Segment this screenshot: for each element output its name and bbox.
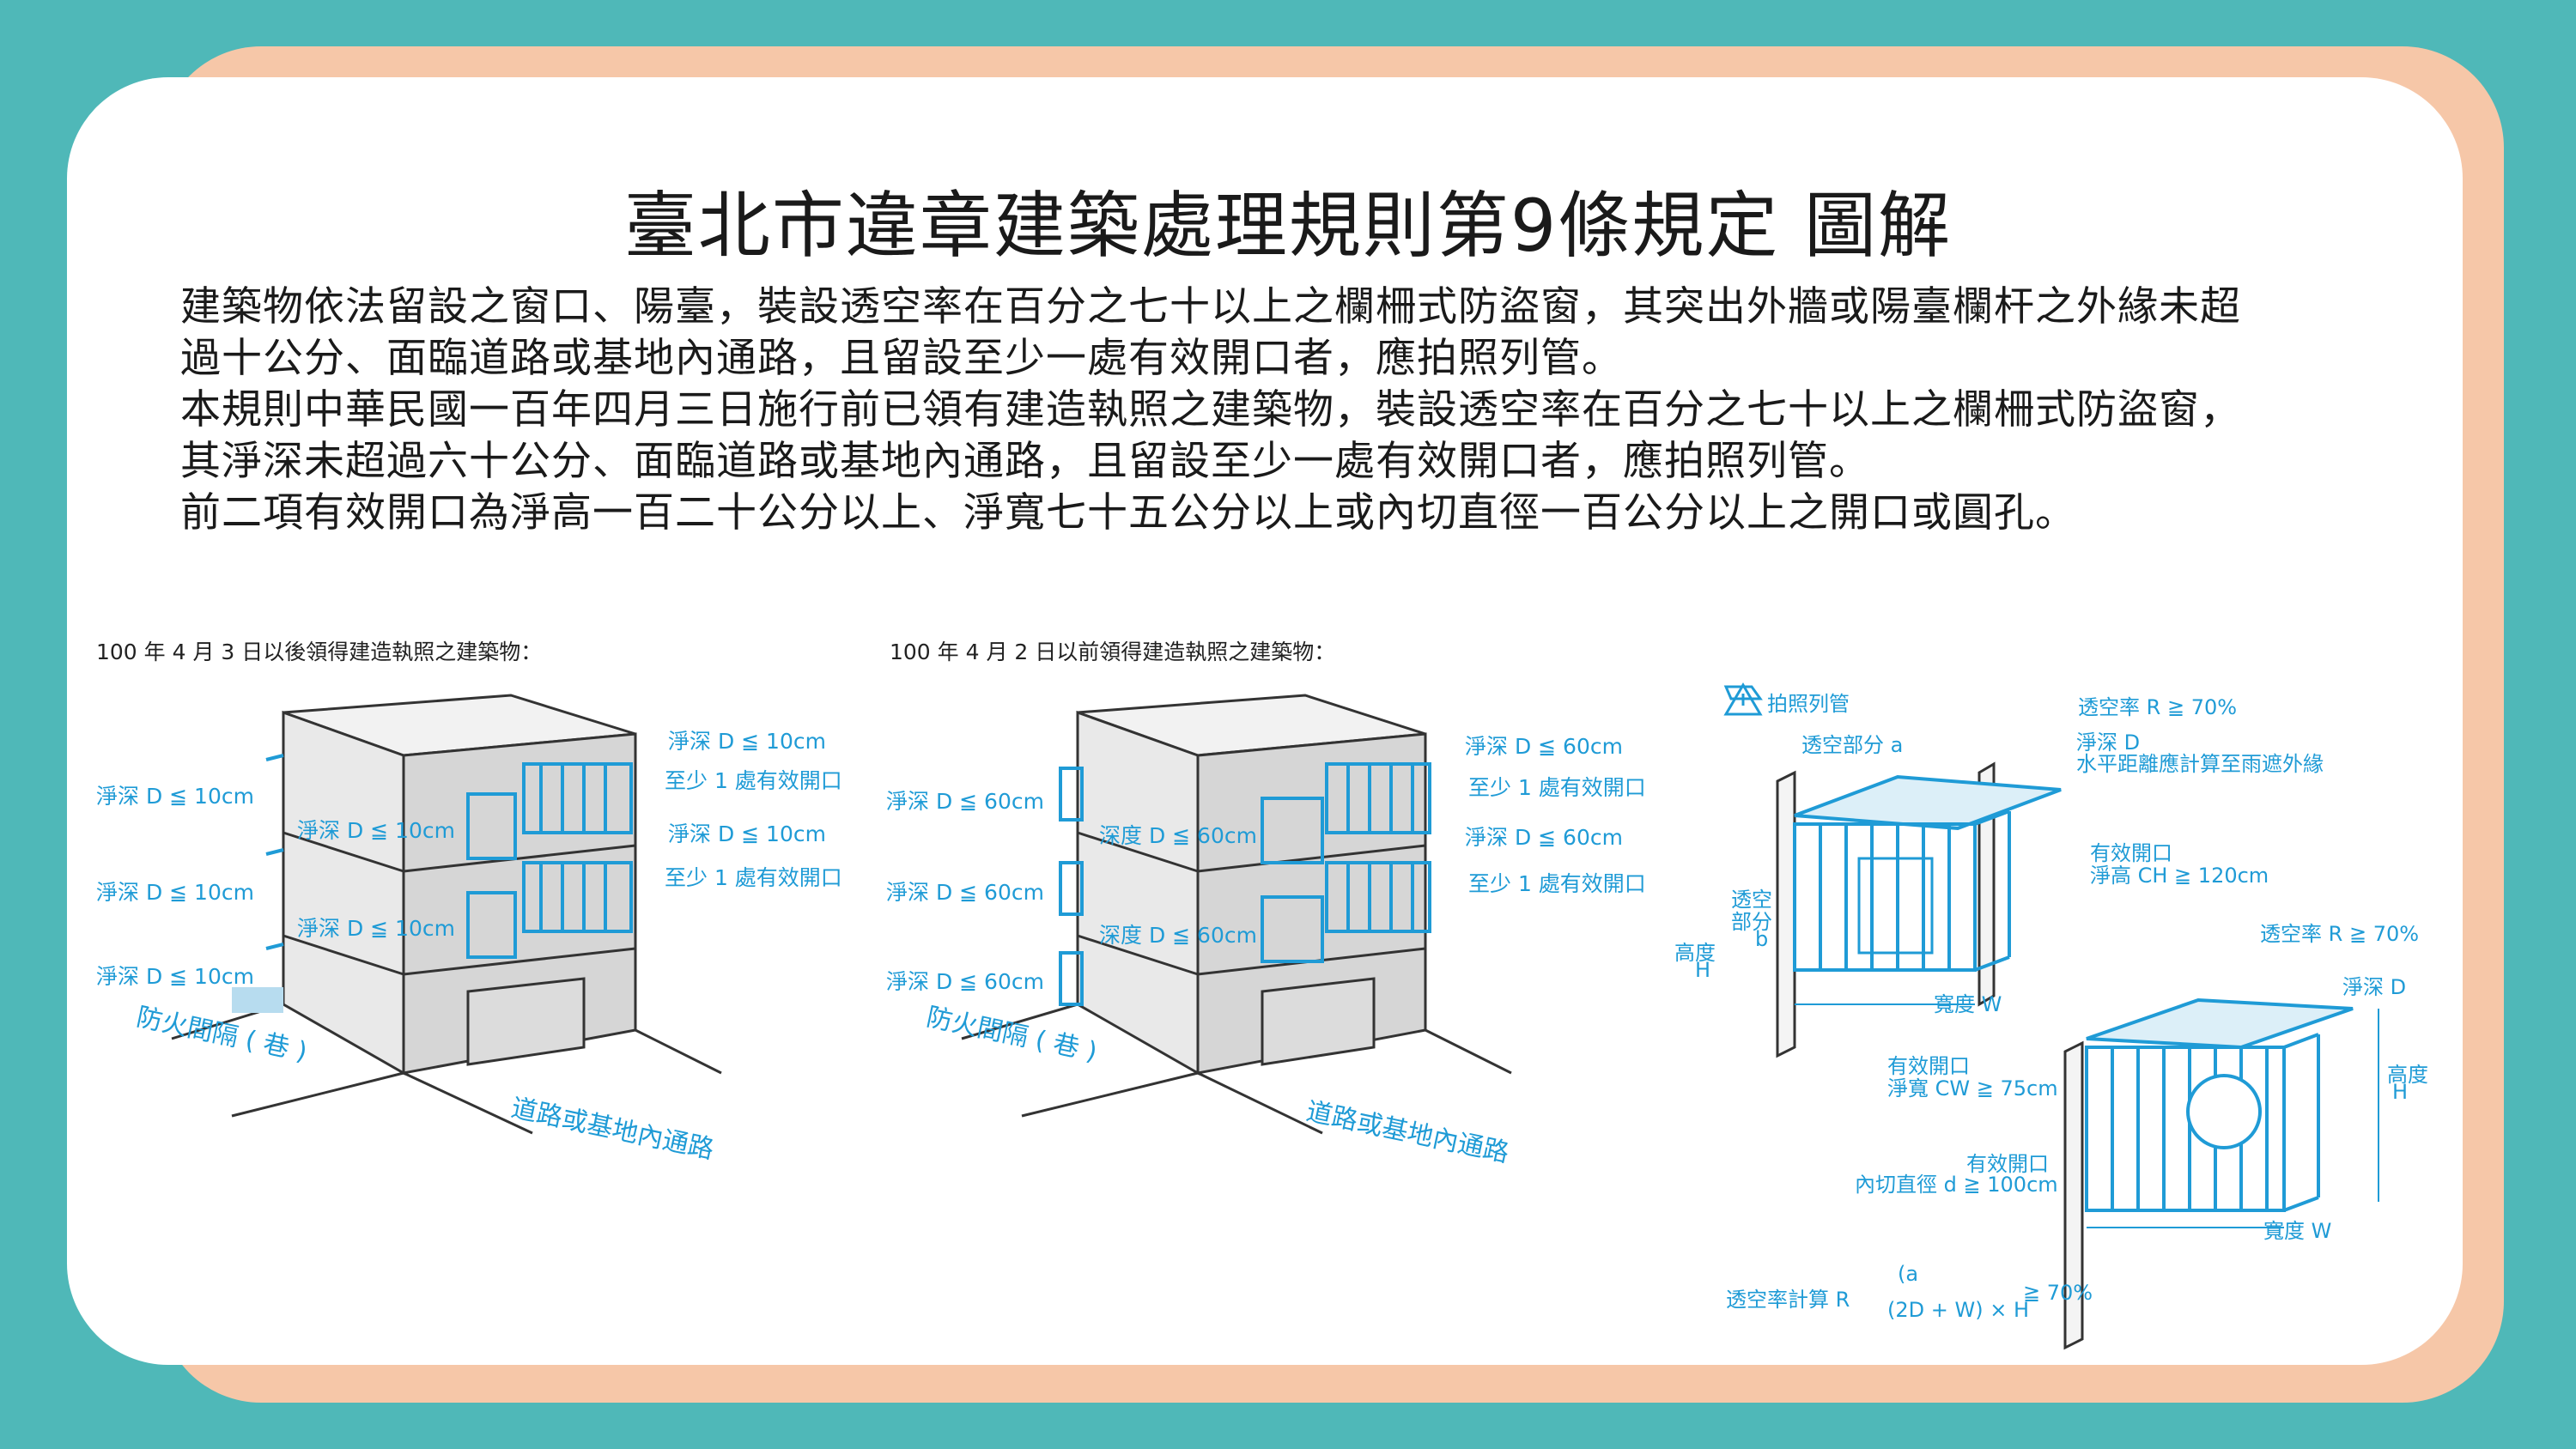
diagram1-right-depth-2: 淨深 D ≦ 10cm: [668, 822, 826, 846]
diagram3-transparent-a: 透空部分 a: [1801, 733, 1904, 757]
diagram3-opening-label-1: 有效開口: [2090, 841, 2172, 865]
diagram2-mid-depth-2: 深度 D ≦ 60cm: [1099, 923, 1257, 948]
paragraph-line-5: 前二項有效開口為淨高一百二十公分以上、淨寬七十五公分以上或內切直徑一百公分以上之…: [180, 489, 2076, 537]
diagram2-opening-2: 至少 1 處有效開口: [1468, 871, 1646, 896]
diagram1-left-depth-3: 淨深 D ≦ 10cm: [96, 964, 254, 989]
diagram3-height-2b: H: [2392, 1080, 2409, 1104]
diagram2-left-depth-1: 淨深 D ≦ 60cm: [886, 789, 1044, 814]
diagram2-right-depth-2: 淨深 D ≦ 60cm: [1465, 825, 1623, 850]
diagram3-transparent-b-2: 部分: [1731, 910, 1772, 934]
paragraph-line-1: 建築物依法留設之窗口、陽臺，裝設透空率在百分之七十以上之欄柵式防盜窗，其突出外牆…: [180, 283, 2241, 330]
diagram3-porosity-1: 透空率 R ≧ 70%: [2078, 695, 2238, 719]
diagram1-left-depth-2: 淨深 D ≦ 10cm: [96, 880, 254, 905]
paragraph-line-2: 過十公分、面臨道路或基地內通路，且留設至少一處有效開口者，應拍照列管。: [180, 335, 1623, 382]
diagram1-opening-1: 至少 1 處有效開口: [665, 768, 842, 793]
diagram2-opening-1: 至少 1 處有效開口: [1468, 775, 1646, 800]
diagram3-height-2a: 高度: [2387, 1063, 2428, 1087]
diagram3-clear-height: 淨高 CH ≧ 120cm: [2090, 864, 2269, 888]
diagram1-left-depth-1: 淨深 D ≦ 10cm: [96, 784, 254, 809]
diagram1-opening-2: 至少 1 處有效開口: [665, 865, 842, 890]
diagram2-left-depth-3: 淨深 D ≦ 60cm: [886, 969, 1044, 994]
diagram3-height-1a: 高度: [1674, 941, 1716, 965]
diagram1-mid-depth-2: 淨深 D ≦ 10cm: [297, 916, 455, 941]
paragraph-line-4: 其淨深未超過六十公分、面臨道路或基地內通路，且留設至少一處有效開口者，應拍照列管…: [180, 438, 1870, 485]
diagram3-depth-label: 淨深 D: [2076, 731, 2141, 755]
diagram2-left-depth-2: 淨深 D ≦ 60cm: [886, 880, 1044, 905]
diagram3-opening-label-3: 有效開口: [1966, 1152, 2049, 1176]
diagram3-opening-label-2: 有效開口: [1887, 1054, 1970, 1078]
diagram3-formula-num: (a: [1898, 1262, 1919, 1286]
diagram3-transparent-b-1: 透空: [1731, 888, 1772, 912]
diagram3-width-2: 寬度 W: [2263, 1219, 2332, 1243]
diagram1-right-depth-1: 淨深 D ≦ 10cm: [668, 729, 826, 754]
diagram3-warning-label: 拍照列管: [1767, 692, 1850, 716]
diagram3-depth-short: 淨深 D: [2342, 975, 2407, 999]
diagram1-mid-depth-1: 淨深 D ≦ 10cm: [297, 818, 455, 843]
page-title: 臺北市違章建築處理規則第9條規定 圖解: [623, 184, 1953, 268]
diagram3-formula-result: ≧ 70%: [2023, 1281, 2093, 1305]
diagram3-transparent-b-3: b: [1755, 927, 1769, 951]
diagram1-caption: 100 年 4 月 3 日以後領得建造執照之建築物：: [96, 640, 543, 664]
diagram3-width-1: 寬度 W: [1934, 992, 2002, 1016]
warning-icon: [1723, 682, 1763, 716]
diagram3-depth-note: 水平距離應計算至雨遮外緣: [2076, 752, 2324, 776]
diagram2-right-depth-1: 淨深 D ≦ 60cm: [1465, 734, 1623, 759]
paragraph-line-3: 本規則中華民國一百年四月三日施行前已領有建造執照之建築物，裝設透空率在百分之七十…: [180, 386, 2241, 433]
diagram3-formula-label: 透空率計算 R: [1726, 1288, 1850, 1312]
diagram3-height-1b: H: [1695, 958, 1711, 982]
diagram3-formula-den: (2D + W) × H: [1887, 1298, 2029, 1322]
diagram3-porosity-2: 透空率 R ≧ 70%: [2260, 922, 2420, 946]
diagram3-inscribed: 內切直徑 d ≧ 100cm: [1855, 1173, 2058, 1197]
diagram2-caption: 100 年 4 月 2 日以前領得建造執照之建築物：: [890, 640, 1336, 664]
diagram3-clear-width: 淨寬 CW ≧ 75cm: [1887, 1076, 2058, 1100]
diagram2-mid-depth-1: 深度 D ≦ 60cm: [1099, 823, 1257, 848]
